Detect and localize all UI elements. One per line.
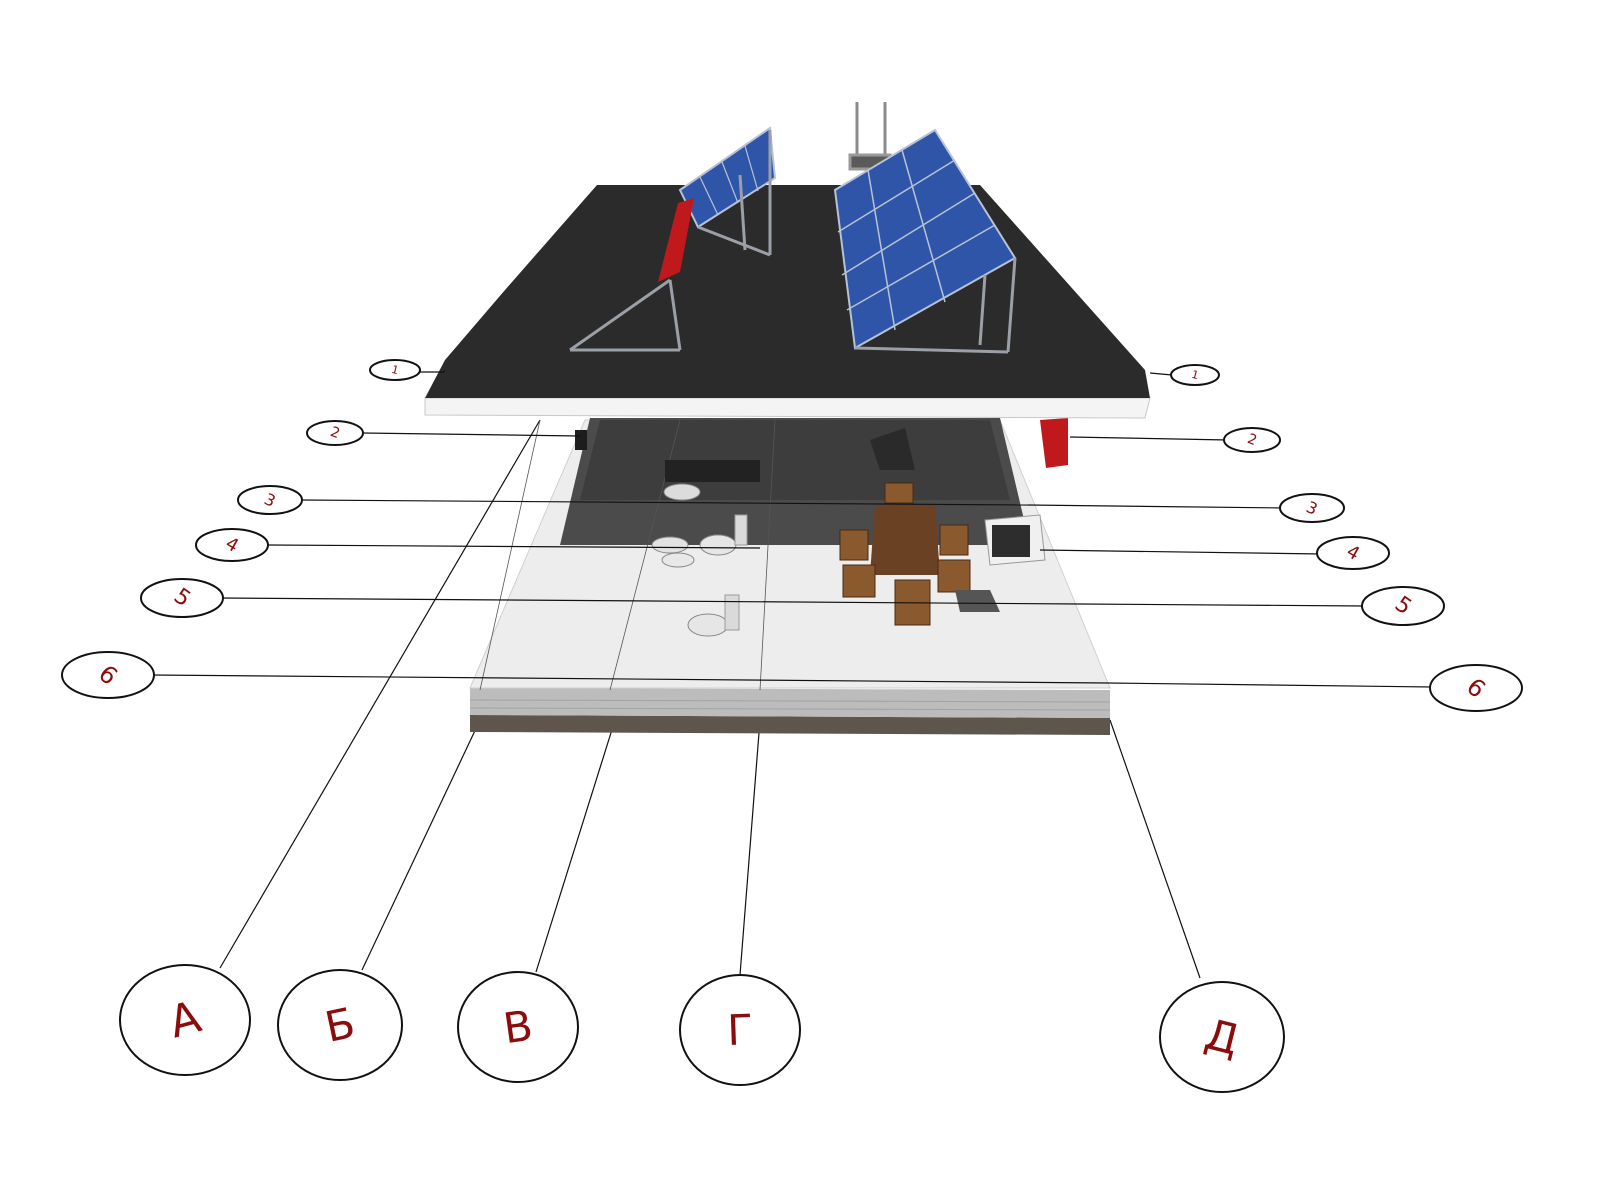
toilet-tank — [734, 514, 748, 546]
row-label-5-left: 5 — [140, 578, 224, 618]
row-label-3-right: 3 — [1279, 493, 1345, 523]
roof-slab-edge — [424, 397, 1151, 419]
solar-panel-left — [569, 126, 777, 352]
dining-set — [839, 482, 1000, 626]
chair-shadow — [955, 590, 1000, 612]
row-label-5-right: 5 — [1361, 586, 1445, 626]
column-label-d: Д — [1159, 981, 1285, 1093]
column-leader-lines — [219, 419, 1201, 979]
sink — [651, 536, 689, 554]
row-leader-5-right — [1079, 603, 1366, 607]
row-label-text: 1 — [1190, 368, 1200, 382]
row-leader-6-right — [1107, 682, 1433, 688]
back-equipment — [575, 428, 915, 470]
solar-panel-right — [833, 128, 1017, 354]
row-leader-6-left — [151, 674, 1109, 684]
toilet — [699, 534, 737, 556]
column-leader-g — [739, 719, 761, 976]
foundation-soil — [470, 715, 1110, 735]
row-leader-4-left — [267, 544, 761, 549]
row-label-6-left: 6 — [61, 651, 155, 699]
column-leader-v — [535, 719, 616, 973]
interior-dark-floor — [580, 420, 1010, 500]
row-label-4-right: 4 — [1316, 536, 1390, 570]
column-leader-b — [361, 719, 481, 971]
column-label-v: В — [457, 971, 579, 1083]
column-leader-a — [219, 419, 541, 969]
heat-pump-unit — [984, 514, 1046, 566]
row-leader-1-right — [1149, 372, 1173, 376]
row-leader-2-right — [1069, 436, 1229, 441]
sink — [661, 552, 695, 568]
bathroom-fixtures — [651, 460, 760, 637]
row-label-1-left: 1 — [369, 359, 421, 381]
column-labels: А Б В Г Д — [119, 964, 1285, 1093]
toilet — [687, 613, 729, 637]
row-label-text: 1 — [390, 363, 400, 377]
chair — [839, 529, 869, 561]
foundation-brick-texture — [469, 699, 1111, 711]
vanity-cabinet — [665, 460, 760, 482]
row-leader-lines — [151, 371, 1433, 688]
row-label-2-right: 2 — [1223, 427, 1281, 453]
sink — [663, 483, 701, 501]
roof-surface — [425, 185, 1150, 398]
row-label-4-left: 4 — [195, 528, 269, 562]
column-label-text: Г — [726, 1005, 753, 1055]
row-label-6-right: 6 — [1429, 664, 1523, 712]
row-labels: 1 1 2 2 3 3 4 4 — [61, 359, 1523, 712]
chair — [937, 559, 971, 593]
row-leader-2-left — [361, 432, 581, 437]
solar-tank — [658, 198, 694, 282]
row-leader-5-left — [219, 597, 1081, 605]
building-model — [424, 102, 1151, 735]
column-label-a: А — [119, 964, 251, 1076]
toilet-tank — [724, 594, 740, 631]
chair — [939, 524, 969, 556]
column-label-text: В — [500, 1001, 535, 1054]
row-label-3-left: 3 — [237, 485, 303, 515]
row-label-1-right: 1 — [1170, 364, 1220, 386]
row-leader-4-right — [1039, 549, 1323, 555]
column-leader-d — [1109, 719, 1201, 979]
red-water-tank — [1040, 418, 1068, 468]
row-leader-3-left — [299, 499, 1029, 506]
column-label-g: Г — [679, 974, 801, 1086]
row-leader-3-right — [1027, 504, 1286, 509]
roof-access-ladder — [848, 102, 892, 171]
dining-table — [870, 505, 940, 575]
chair — [842, 564, 876, 598]
foundation-block — [470, 688, 1110, 718]
column-label-b: Б — [277, 969, 403, 1081]
chair — [884, 482, 914, 504]
row-label-2-left: 2 — [306, 420, 364, 446]
